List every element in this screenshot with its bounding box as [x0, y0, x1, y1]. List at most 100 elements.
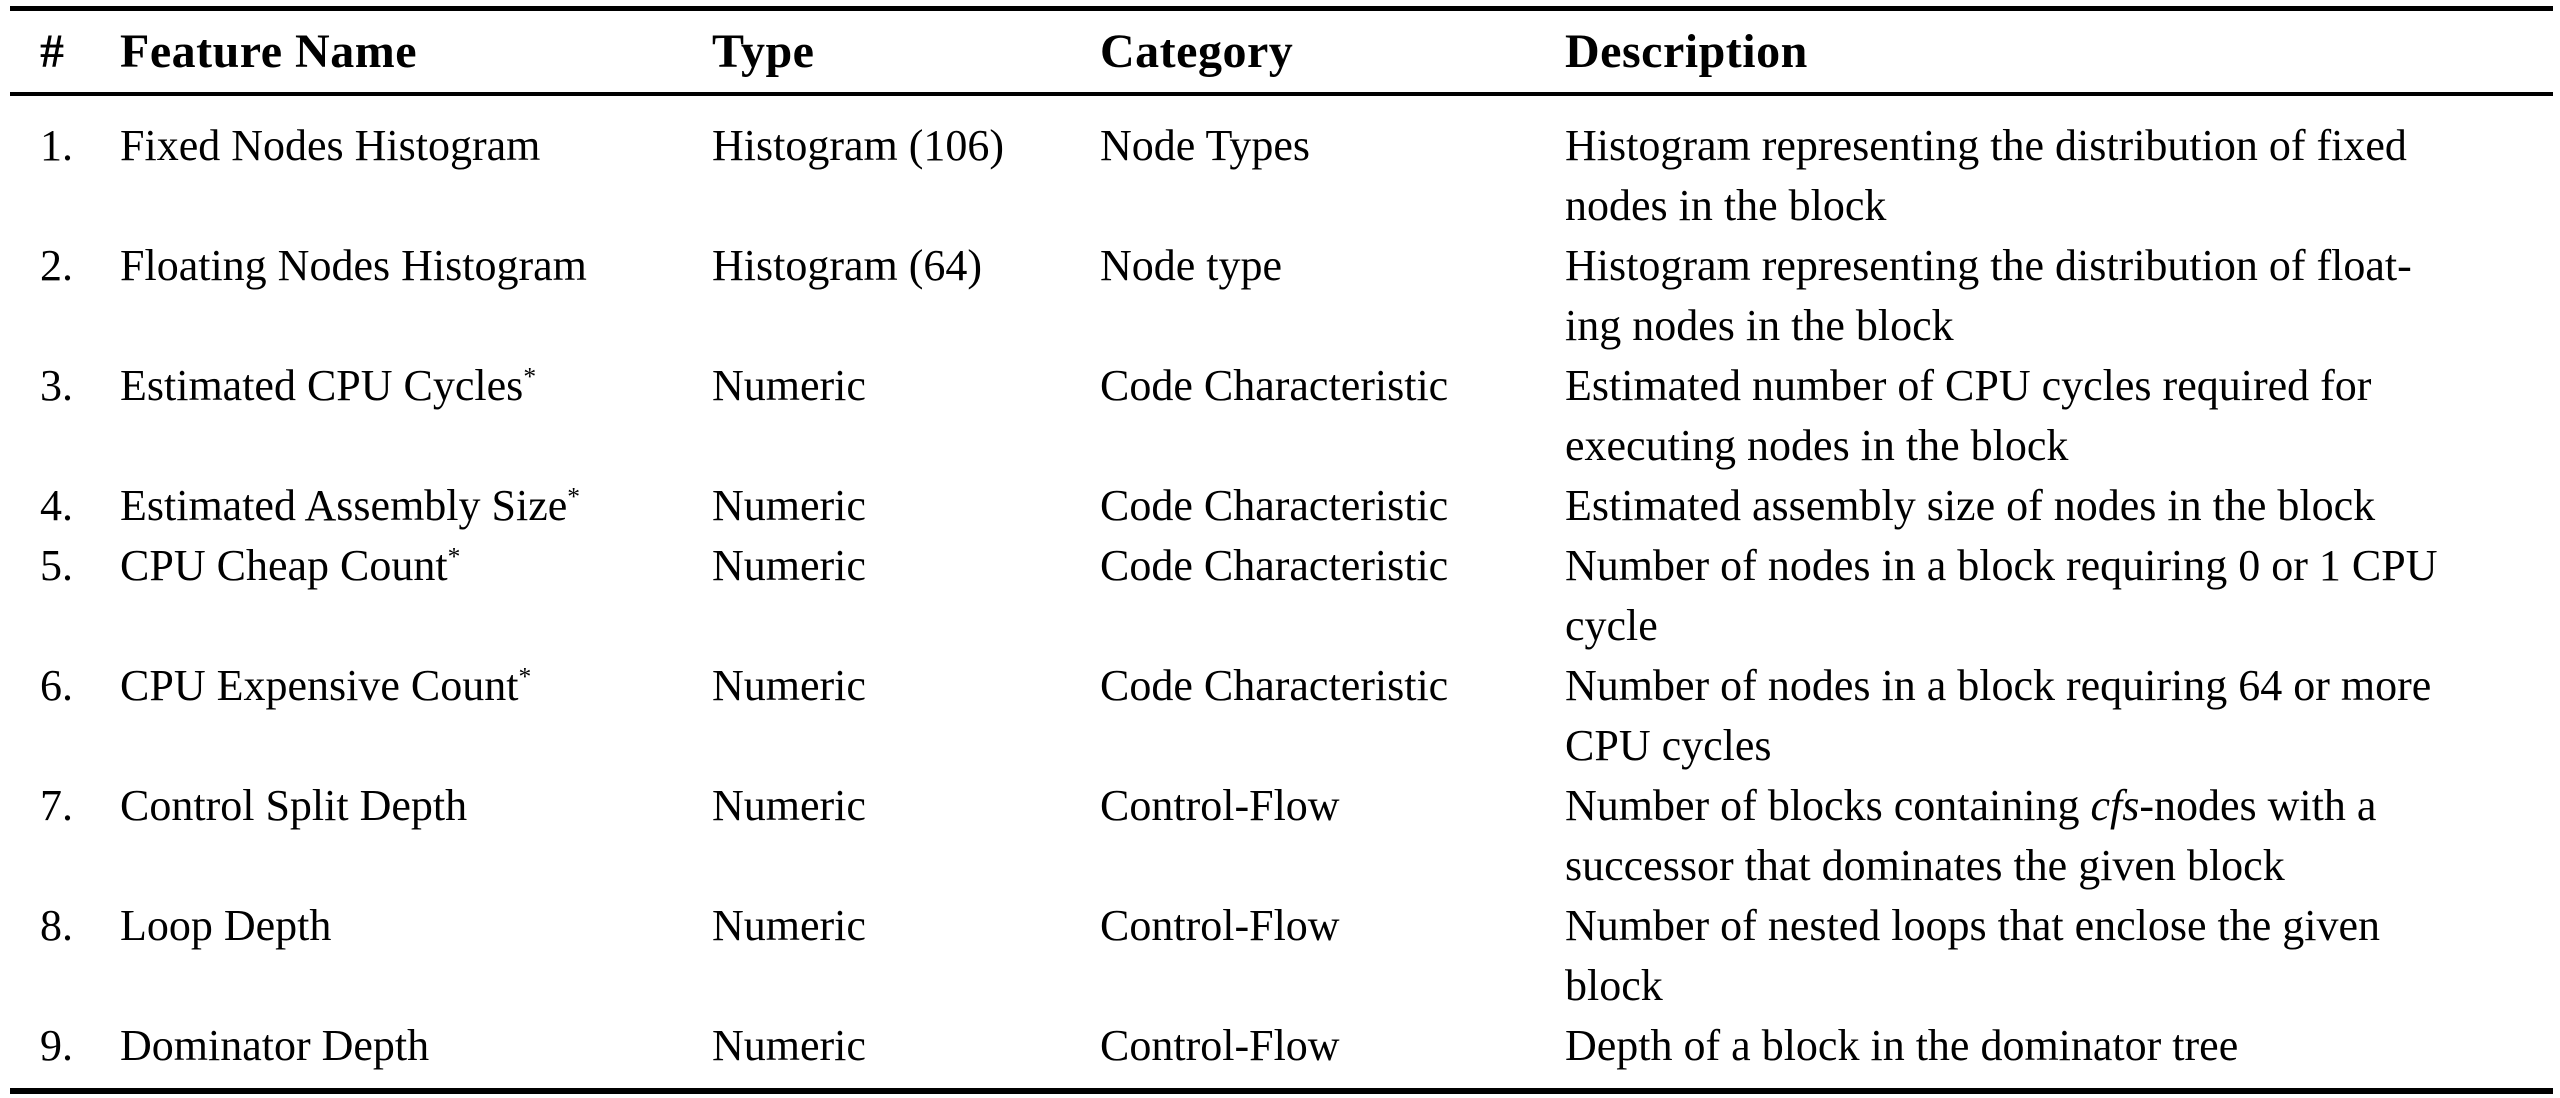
feature-name-cell: Loop Depth: [120, 901, 332, 950]
category-cell: Control-Flow: [1100, 901, 1340, 950]
type-cell: Numeric: [712, 781, 866, 830]
row-number-cell: 7.: [40, 781, 73, 830]
description-line: executing nodes in the block: [1565, 416, 2553, 476]
text-segment: Depth of a block in the dominator tree: [1565, 1021, 2239, 1070]
category-cell: Code Characteristic: [1100, 361, 1449, 410]
row-number-cell: 1.: [40, 121, 73, 170]
text-segment: cycle: [1565, 601, 1658, 650]
type-cell: Numeric: [712, 541, 866, 590]
description-line: nodes in the block: [1565, 176, 2553, 236]
table-row: 7. Control Split Depth Numeric Control-Flow…: [10, 776, 2553, 896]
feature-name-cell: CPU Expensive Count*: [120, 661, 532, 710]
type-cell: Numeric: [712, 661, 866, 710]
description-line: Number of nodes in a block requiring 0 o…: [1565, 536, 2553, 596]
type-cell: Histogram (64): [712, 241, 983, 290]
description-line: CPU cycles: [1565, 716, 2553, 776]
category-cell: Node type: [1100, 241, 1283, 290]
description-cell: Histogram representing the distribution …: [1565, 236, 2553, 356]
description-line: Depth of a block in the dominator tree: [1565, 1016, 2553, 1076]
category-cell: Code Characteristic: [1100, 481, 1449, 530]
description-line: Estimated assembly size of nodes in the …: [1565, 476, 2553, 536]
description-cell: Number of nodes in a block requiring 0 o…: [1565, 536, 2553, 656]
type-cell: Histogram (106): [712, 121, 1005, 170]
description-line: Number of nodes in a block requiring 64 …: [1565, 656, 2553, 716]
description-cell: Number of nodes in a block requiring 64 …: [1565, 656, 2553, 776]
text-segment: Number of nested loops that enclose the …: [1565, 901, 2381, 950]
description-line: Histogram representing the distribution …: [1565, 236, 2553, 296]
feature-name-cell: Fixed Nodes Histogram: [120, 121, 541, 170]
description-cell: Depth of a block in the dominator tree: [1565, 1016, 2553, 1091]
description-line: Number of nested loops that enclose the …: [1565, 896, 2553, 956]
description-line: Estimated number of CPU cycles required …: [1565, 356, 2553, 416]
description-cell: Number of blocks containing cfs-nodes wi…: [1565, 776, 2553, 896]
feature-name-cell: Estimated Assembly Size*: [120, 481, 581, 530]
feature-name-cell: CPU Cheap Count*: [120, 541, 461, 590]
category-cell: Code Characteristic: [1100, 661, 1449, 710]
text-segment: nodes in the block: [1565, 181, 1887, 230]
footnote-star: *: [523, 361, 537, 391]
type-cell: Numeric: [712, 901, 866, 950]
row-number-cell: 5.: [40, 541, 73, 590]
text-segment: Histogram representing the distribution …: [1565, 121, 2407, 170]
feature-table: # Feature Name Type Category Description…: [10, 6, 2553, 1094]
text-segment: -nodes with a: [2139, 781, 2377, 830]
text-segment: Number of blocks containing: [1565, 781, 2091, 830]
description-line: cycle: [1565, 596, 2553, 656]
category-cell: Code Characteristic: [1100, 541, 1449, 590]
column-header-feature-name: Feature Name: [120, 8, 712, 96]
text-segment: Number of nodes in a block requiring 64 …: [1565, 661, 2432, 710]
type-cell: Numeric: [712, 361, 866, 410]
row-number-cell: 4.: [40, 481, 73, 530]
italic-term: cfs: [2090, 781, 2140, 830]
text-segment: executing nodes in the block: [1565, 421, 2069, 470]
table-row: 6. CPU Expensive Count* Numeric Code Charac…: [10, 656, 2553, 776]
table-row: 9. Dominator Depth Numeric Control-Flow Dept…: [10, 1016, 2553, 1091]
feature-name-cell: Estimated CPU Cycles*: [120, 361, 537, 410]
footnote-star: *: [567, 481, 581, 511]
description-line: successor that dominates the given block: [1565, 836, 2553, 896]
column-header-description: Description: [1565, 8, 2553, 96]
column-header-type: Type: [712, 8, 1100, 96]
description-line: ing nodes in the block: [1565, 296, 2553, 356]
category-cell: Control-Flow: [1100, 1021, 1340, 1070]
text-segment: ing nodes in the block: [1565, 301, 1954, 350]
description-cell: Estimated number of CPU cycles required …: [1565, 356, 2553, 476]
row-number-cell: 3.: [40, 361, 73, 410]
text-segment: CPU cycles: [1565, 721, 1772, 770]
description-line: Histogram representing the distribution …: [1565, 116, 2553, 176]
header-row: # Feature Name Type Category Description: [10, 8, 2553, 96]
feature-name-cell: Dominator Depth: [120, 1021, 430, 1070]
text-segment: Number of nodes in a block requiring 0 o…: [1565, 541, 2438, 590]
row-number-cell: 8.: [40, 901, 73, 950]
feature-name-cell: Floating Nodes Histogram: [120, 241, 587, 290]
table-row: 5. CPU Cheap Count* Numeric Code Characteri…: [10, 536, 2553, 656]
column-header-category: Category: [1100, 8, 1565, 96]
table-row: 4. Estimated Assembly Size* Numeric Code Ch…: [10, 476, 2553, 536]
footnote-star: *: [447, 541, 461, 571]
table-row: 2. Floating Nodes Histogram Histogram (64)…: [10, 236, 2553, 356]
type-cell: Numeric: [712, 481, 866, 530]
description-cell: Estimated assembly size of nodes in the …: [1565, 476, 2553, 536]
row-number-cell: 6.: [40, 661, 73, 710]
row-number-cell: 2.: [40, 241, 73, 290]
text-segment: Estimated number of CPU cycles required …: [1565, 361, 2372, 410]
description-cell: Number of nested loops that enclose the …: [1565, 896, 2553, 1016]
text-segment: block: [1565, 961, 1663, 1010]
column-header-number: #: [10, 8, 120, 96]
text-segment: Histogram representing the distribution …: [1565, 241, 2412, 290]
table-row: 1. Fixed Nodes Histogram Histogram (106) No…: [10, 94, 2553, 236]
feature-name-cell: Control Split Depth: [120, 781, 468, 830]
description-line: Number of blocks containing cfs-nodes wi…: [1565, 776, 2553, 836]
row-number-cell: 9.: [40, 1021, 73, 1070]
category-cell: Control-Flow: [1100, 781, 1340, 830]
feature-table-header: # Feature Name Type Category Description: [10, 8, 2553, 96]
category-cell: Node Types: [1100, 121, 1310, 170]
text-segment: Estimated assembly size of nodes in the …: [1565, 481, 2376, 530]
type-cell: Numeric: [712, 1021, 866, 1070]
table-row: 8. Loop Depth Numeric Control-Flow Number of…: [10, 896, 2553, 1016]
text-segment: successor that dominates the given block: [1565, 841, 2285, 890]
feature-table-body: 1. Fixed Nodes Histogram Histogram (106) No…: [10, 94, 2553, 1091]
footnote-star: *: [518, 661, 532, 691]
description-line: block: [1565, 956, 2553, 1016]
